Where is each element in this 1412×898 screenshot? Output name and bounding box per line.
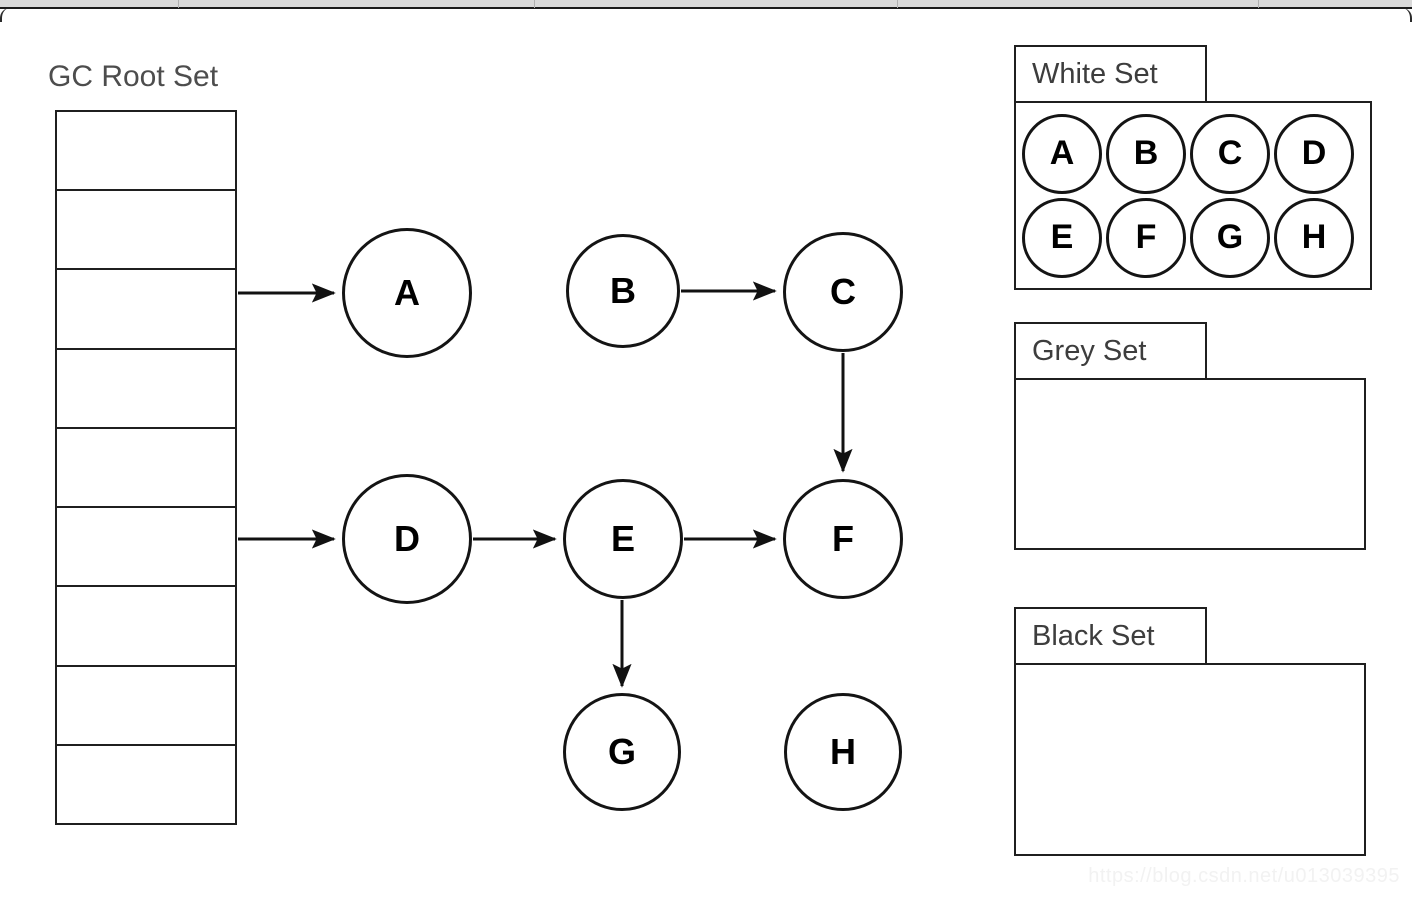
white-set-item-f: F <box>1106 197 1186 278</box>
white-set-item-d: D <box>1274 113 1354 194</box>
black-set-title-tab: Black Set <box>1014 607 1207 665</box>
black-set-title: Black Set <box>1032 619 1155 652</box>
white-set-item-c: C <box>1190 113 1270 194</box>
toolbar-divider <box>534 0 535 8</box>
grey-set-body <box>1014 378 1366 550</box>
white-set-item-b: B <box>1106 113 1186 194</box>
graph-node-c: C <box>783 232 903 352</box>
gc-root-cell-2 <box>57 191 235 271</box>
gc-root-cell-3 <box>57 270 235 350</box>
gc-root-cell-9 <box>57 746 235 823</box>
gc-root-cell-8 <box>57 667 235 746</box>
graph-node-e: E <box>563 479 683 599</box>
grey-set: Grey Set <box>1014 322 1372 567</box>
white-set-item-h: H <box>1274 197 1354 278</box>
grey-set-title-tab: Grey Set <box>1014 322 1207 380</box>
toolbar-divider <box>1258 0 1259 8</box>
gc-root-cell-5 <box>57 429 235 509</box>
white-set-title-tab: White Set <box>1014 45 1207 103</box>
gc-root-set-table <box>55 110 237 825</box>
white-set-item-a: A <box>1022 113 1102 194</box>
grey-set-items <box>1016 380 1364 548</box>
white-set-title: White Set <box>1032 57 1158 90</box>
gc-root-cell-1 <box>57 112 235 192</box>
toolbar-divider <box>178 0 179 8</box>
gc-root-cell-7 <box>57 587 235 667</box>
gc-root-cell-6 <box>57 508 235 588</box>
black-set: Black Set <box>1014 607 1372 856</box>
page-corner-right <box>1398 8 1412 22</box>
watermark: https://blog.csdn.net/u013039395 <box>1088 865 1400 887</box>
graph-node-b: B <box>566 234 680 348</box>
white-set-item-g: G <box>1190 197 1270 278</box>
gc-root-cell-4 <box>57 350 235 429</box>
gc-root-set-label: GC Root Set <box>48 60 219 93</box>
cropped-toolbar-strip <box>0 0 1412 9</box>
graph-node-f: F <box>783 479 903 599</box>
black-set-items <box>1016 665 1364 854</box>
grey-set-title: Grey Set <box>1032 334 1147 367</box>
toolbar-divider <box>897 0 898 8</box>
graph-node-g: G <box>563 693 681 811</box>
white-set-item-e: E <box>1022 197 1102 278</box>
graph-node-a: A <box>342 228 472 358</box>
graph-node-d: D <box>342 474 472 604</box>
black-set-body <box>1014 663 1366 856</box>
page-corner-left <box>0 8 14 22</box>
graph-node-h: H <box>784 693 902 811</box>
